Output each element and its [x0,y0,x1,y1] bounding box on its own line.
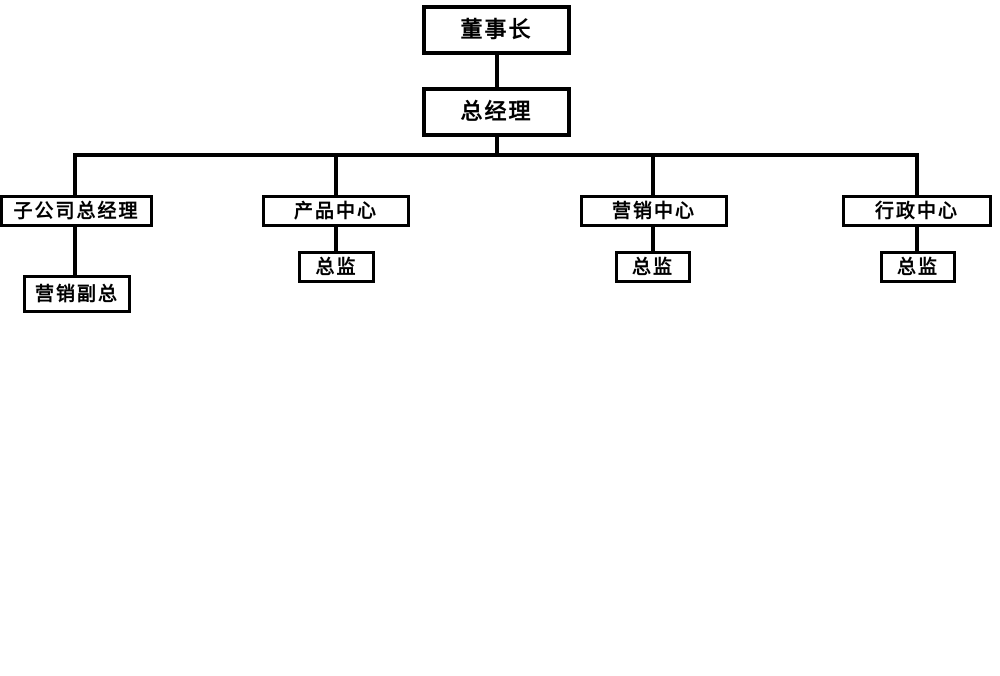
org-node-product-center: 产品中心 [262,195,410,227]
connector-bus-product-center [334,153,338,195]
org-node-product-director: 总监 [298,251,375,283]
org-node-chairman: 董事长 [422,5,571,55]
connector-bus-subsidiary-gm [73,153,77,195]
connector-bus-admin-center [915,153,919,195]
connector-horizontal-bus [73,153,919,157]
org-node-marketing-center: 营销中心 [580,195,728,227]
connector-product-director [334,227,338,251]
connector-marketing-director [651,227,655,251]
org-node-admin-center: 行政中心 [842,195,992,227]
connector-bus-marketing-center [651,153,655,195]
org-node-general-manager: 总经理 [422,87,571,137]
org-node-marketing-vp: 营销副总 [23,275,131,313]
connector-gm-bus [495,137,499,155]
connector-chairman-gm [495,55,499,87]
org-node-admin-director: 总监 [880,251,956,283]
org-node-marketing-director: 总监 [615,251,691,283]
connector-admin-director [915,227,919,251]
org-node-subsidiary-general-manager: 子公司总经理 [0,195,153,227]
connector-subsidiary-gm-vp [73,227,77,275]
